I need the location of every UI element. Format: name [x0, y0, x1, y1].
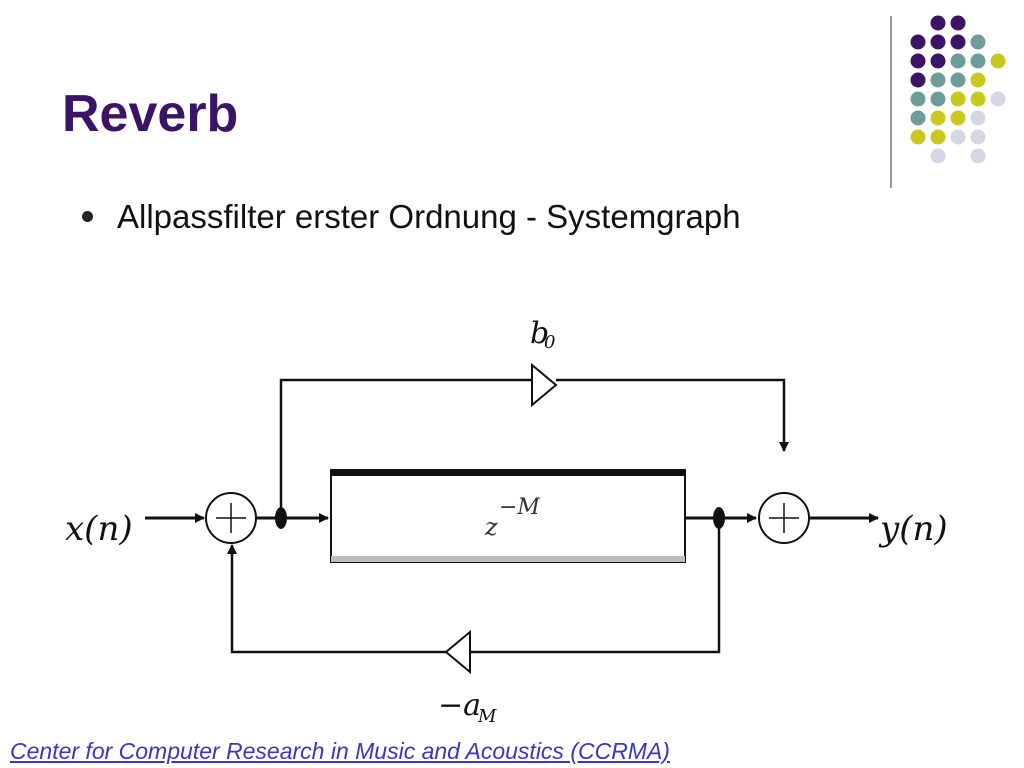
decorative-dot: [970, 148, 986, 164]
decorative-dot: [910, 72, 926, 88]
decorative-dot: [950, 110, 966, 126]
decorative-dot: [930, 129, 946, 145]
feedforward-gain-label: b: [530, 316, 549, 351]
decorative-dot: [910, 110, 926, 126]
decorative-dot: [950, 129, 966, 145]
bullet-text: Allpassfilter erster Ordnung - Systemgra…: [117, 198, 741, 235]
feedforward-path-left: [279, 378, 532, 518]
decorative-dot: [930, 15, 946, 31]
decorative-dot: [970, 110, 986, 126]
decorative-dot: [970, 72, 986, 88]
decorative-dot-grid: [890, 15, 1006, 188]
decorative-dot: [950, 72, 966, 88]
decorative-dot: [950, 53, 966, 69]
decorative-dot: [930, 91, 946, 107]
ccrma-source-link[interactable]: Center for Computer Research in Music an…: [10, 738, 670, 764]
decorative-dot: [990, 91, 1006, 107]
slide-title: Reverb: [62, 85, 239, 143]
feedforward-gain-subscript: 0: [544, 332, 555, 353]
bullet-dot-icon: [82, 210, 93, 222]
decorative-dot: [910, 53, 926, 69]
feedback-gain-subscript: M: [477, 706, 497, 727]
feedback-gain-label: −a: [438, 688, 481, 723]
input-label: x(n): [65, 509, 133, 549]
left-adder: [205, 492, 257, 544]
allpass-system-graph: x(n) z −M b 0 y(n) −a M: [65, 316, 948, 727]
feedback-gain-triangle: [444, 629, 471, 675]
decorative-dot: [910, 34, 926, 50]
delay-block: z −M: [330, 469, 686, 563]
decorative-dot: [950, 15, 966, 31]
decorative-dot: [930, 72, 946, 88]
decorative-dot: [970, 129, 986, 145]
decorative-dot: [930, 148, 946, 164]
decorative-dot: [930, 110, 946, 126]
decorative-dot: [950, 91, 966, 107]
decorative-dot: [910, 91, 926, 107]
delay-label: z: [484, 513, 498, 541]
delay-exponent: −M: [499, 495, 540, 520]
decorative-dot: [910, 129, 926, 145]
feedforward-path-right: [556, 378, 789, 452]
feedforward-gain-triangle: [531, 362, 558, 408]
decorative-dot: [970, 91, 986, 107]
bullet-item: Allpassfilter erster Ordnung - Systemgra…: [82, 198, 741, 236]
feedback-path-right: [470, 518, 721, 654]
decorative-dot: [930, 53, 946, 69]
decorative-dot: [990, 53, 1006, 69]
feedback-path-left: [227, 544, 446, 654]
right-adder: [758, 492, 810, 544]
decorative-dot: [950, 34, 966, 50]
output-label: y(n): [878, 509, 948, 549]
decorative-dot: [970, 34, 986, 50]
decorative-dot: [930, 34, 946, 50]
decorative-dot: [970, 53, 986, 69]
